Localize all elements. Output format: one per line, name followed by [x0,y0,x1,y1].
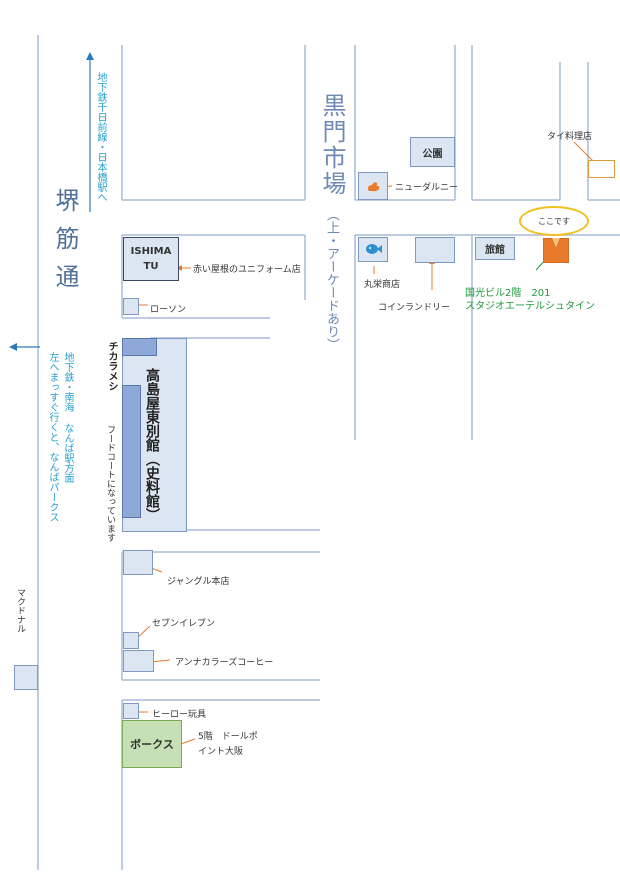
hero-toys-label: ヒーロー玩具 [152,710,207,720]
ryokan-box: 旅館 [475,237,515,260]
jungle-label: ジャングル本店 [167,577,230,587]
north-arrowhead [86,52,94,60]
direction-north-text: 地下鉄千日前線・日本橋駅へ [95,72,106,202]
fish-icon [366,244,382,254]
thai-label: タイ料理店 [547,132,593,142]
dollpoint-text-1: 5階 ドールポ [198,732,258,742]
mcdonalds-box [14,665,38,690]
jungle-box [123,550,153,575]
marker-arrow [150,659,171,663]
foodcourt-label: フードコートになっています [105,425,115,542]
hero-toys-box [123,703,139,719]
anna-coffee-box [123,650,154,672]
street-name: 堺筋通 [51,188,79,302]
ishimatsu-note: 赤い屋根のユニフォーム店 [193,265,301,275]
thai-box [588,160,615,178]
laundry-label: コインランドリー [378,303,451,313]
chikarameshi-box [122,338,157,356]
direction-west-text-2: 左へまっすぐ行くと、なんばパークス [47,352,58,522]
lawson-box [123,298,139,315]
newdalny-label: ニューダルニー [395,183,459,193]
foodcourt-box [122,385,141,518]
newdalny-box [358,172,388,200]
west-arrowhead [9,343,17,351]
marker-arrowhead [176,265,182,271]
dollpoint-text-2: イント大阪 [198,747,244,757]
maruei-box [358,237,388,262]
studio-name: スタジオエーテルシュタイン [465,301,595,312]
anna-coffee-label: アンナカラーズコーヒー [175,658,274,668]
mcdonalds-label: マクドナル [15,588,25,633]
takashimaya-label: 高島屋東別館（史料館） [144,368,160,522]
duck-icon [368,182,380,191]
here-bubble: ここです [519,206,589,236]
volks-box: ボークス [122,720,182,768]
market-name: 黒門市場 [318,93,346,197]
market-note: （上・アーケードあり） [324,208,339,351]
direction-west-text-1: 地下鉄・南海 なんば駅方面 [62,352,73,483]
maruei-label: 丸栄商店 [364,280,401,290]
ishimatsu-text-2: TU [143,261,159,272]
park-box: 公園 [410,137,455,167]
laundry-box [415,237,455,263]
chikarameshi-label: チカラメシ [106,341,117,391]
studio-address: 国光ビル2階 201 [465,288,551,299]
here-marker [543,238,569,263]
seven-eleven-label: セブンイレブン [152,619,216,629]
ishimatsu-text-1: ISHIMA [130,246,172,257]
ishimatsu-box: ISHIMA TU [123,237,179,281]
lawson-label: ローソン [150,305,187,315]
seven-eleven-box [123,632,139,649]
